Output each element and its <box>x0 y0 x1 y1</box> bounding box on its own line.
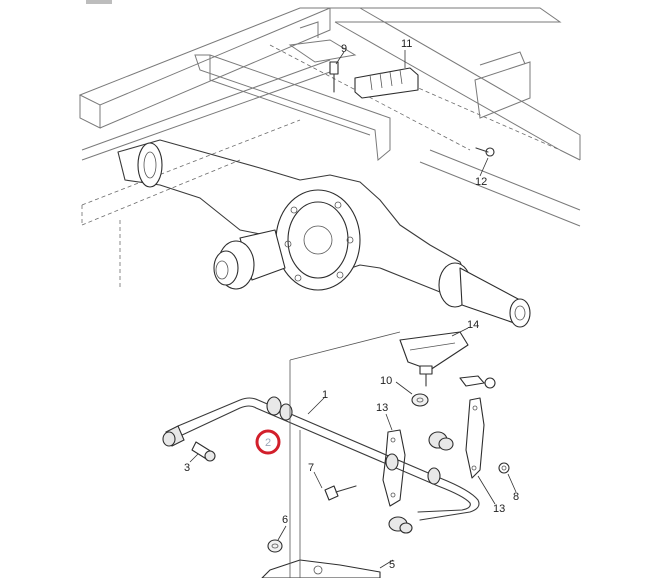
lower-link-5 <box>261 559 381 578</box>
spacer-3 <box>191 441 216 462</box>
callout-5: 5 <box>389 559 395 571</box>
callout-3: 3 <box>184 462 190 474</box>
callout-7: 7 <box>308 462 314 474</box>
axle-housing <box>117 139 531 328</box>
callout-12: 12 <box>475 176 487 188</box>
callout-14: 14 <box>467 319 479 331</box>
corner-mark <box>86 0 112 4</box>
bolt-7 <box>324 485 357 501</box>
bracket-14 <box>399 331 496 389</box>
bolt-9 <box>329 61 339 93</box>
callout-6: 6 <box>282 514 288 526</box>
callout-labels: 11 9 12 14 10 13 1 3 7 8 13 6 5 <box>184 38 519 571</box>
nut-6 <box>267 539 283 553</box>
callout-8: 8 <box>513 491 519 503</box>
callout-10: 10 <box>380 375 392 387</box>
bracket-11 <box>354 67 419 99</box>
leader-lines <box>189 50 517 569</box>
callout-11: 11 <box>401 38 412 50</box>
callout-2: 2 <box>265 437 271 449</box>
highlight-ring <box>255 429 281 455</box>
nut-10 <box>411 393 429 407</box>
bolt-12 <box>475 147 495 157</box>
callout-13-right: 13 <box>493 503 505 515</box>
stabilizer-bar-1 <box>177 396 480 521</box>
clamp-plate-13-right <box>465 397 485 479</box>
end-bushing-left <box>162 425 185 447</box>
bushing-mount-upper <box>428 431 454 451</box>
highlighted-callout-2[interactable]: 2 <box>255 429 281 455</box>
nut-8 <box>498 462 510 474</box>
bushing-mount-lower <box>388 516 413 534</box>
callout-1: 1 <box>322 389 328 401</box>
callout-13-left: 13 <box>376 402 388 414</box>
reference-lines <box>289 331 401 578</box>
vehicle-frame <box>78 7 581 290</box>
callout-9: 9 <box>341 43 347 55</box>
